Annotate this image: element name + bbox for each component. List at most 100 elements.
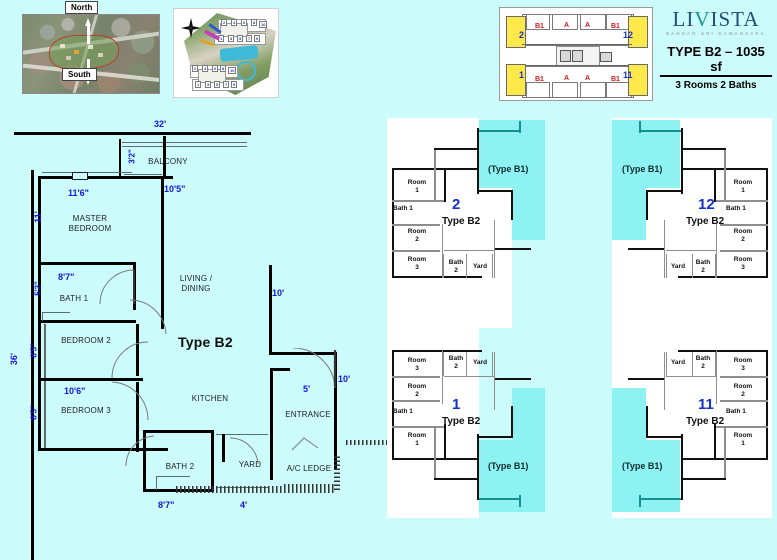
window-icon: [72, 172, 88, 180]
quadrant-room-label: Room 3: [407, 357, 427, 372]
wall-master-top: [38, 176, 173, 179]
north-label: North: [65, 1, 99, 14]
dim-balcony-depth: 3'2": [127, 149, 137, 164]
keyplan-type-tag: B1: [611, 23, 620, 30]
adjacent-unit-b1-label: (Type B1): [622, 461, 663, 471]
door-swing-icon: [129, 299, 167, 335]
quadrant-room-label: Room 1: [407, 432, 427, 447]
dim-balcony-width: 10'5": [164, 184, 186, 194]
dim-bath1-height: 5'2": [33, 281, 43, 296]
quadrant-room-label: Room 2: [733, 383, 753, 398]
quadrant-room-label: Room 1: [733, 432, 753, 447]
room-label-bedroom3: BEDROOM 3: [61, 406, 111, 415]
adjacent-unit-b1-fill: [479, 440, 545, 512]
room-label-bath2: BATH 2: [165, 462, 195, 471]
quadrant-room-label: Room 1: [407, 179, 427, 194]
plan-title: TYPE B2 – 1035 sf: [660, 42, 772, 77]
dim-master-height: 11': [33, 211, 43, 223]
room-label-kitchen: KITCHEN: [191, 394, 229, 403]
door-swing-icon: [125, 435, 155, 467]
quadrant-room-label: Room 1: [733, 179, 753, 194]
dim-overall-left: 36': [9, 352, 19, 366]
main-floor-plan: 32' 36' BALCONY 3'2" 10'5" MASTER BEDROO…: [6, 112, 390, 560]
site-boundary-outline: [49, 35, 119, 69]
adjacent-unit-b1-label: (Type B1): [488, 164, 529, 174]
keyplan-type-tag: B1: [535, 23, 544, 30]
quadrant-room-label: Bath 1: [726, 205, 746, 212]
lift-icon: [572, 50, 583, 62]
brand-name-part1: LI: [672, 7, 695, 31]
north-arrow-icon: [85, 18, 92, 44]
highlighted-unit-2: [506, 16, 526, 48]
quadrant-unit-number: 1: [452, 396, 461, 413]
room-label-living-dining: LIVING / DINING: [179, 274, 213, 293]
quadrant-type-label: Type B2: [686, 416, 725, 427]
brand-name-v: V: [694, 7, 711, 31]
keyplan-type-tag: B1: [611, 76, 620, 83]
door-swing-icon: [111, 381, 149, 421]
room-label-balcony: BALCONY: [148, 157, 188, 166]
quadrant-room-label: Yard: [670, 263, 686, 270]
entrance-door-swing-icon: [293, 348, 337, 389]
dim-bath1-width: 8'7": [58, 272, 75, 282]
quadrant-unit-number: 12: [698, 196, 715, 213]
wall-living-right: [269, 265, 273, 355]
quadrant-room-label: Room 3: [733, 256, 753, 271]
highlighted-unit-12: [628, 16, 648, 48]
brand-name-part2: ISTA: [710, 7, 760, 31]
dim-living-right: 10': [272, 288, 285, 298]
dim-yard-width: 4': [240, 500, 248, 510]
door-swing-icon: [111, 341, 149, 379]
door-swing-icon: [99, 269, 135, 305]
overall-left-dimension-line: [31, 170, 34, 560]
staircase-icon: [600, 52, 612, 62]
adjacent-unit-b1-fill: [612, 440, 680, 512]
dim-entrance-right: 10': [338, 374, 351, 384]
brochure-page: North South 2 4 6 8 10 1 3 5 7 9 2 4 6 8…: [6, 1, 772, 560]
quadrant-room-label: Room 2: [407, 228, 427, 243]
quadrant-type-label: Type B2: [686, 216, 725, 227]
dim-overall-top: 32': [154, 119, 167, 129]
keyplan-type-tag: A: [564, 22, 570, 29]
ac-unit-icon: [291, 437, 319, 451]
quadrant-room-label: Bath 2: [448, 259, 464, 274]
dim-bedroom3-height: 8'5": [29, 405, 39, 420]
adjacent-unit-b1-label: (Type B1): [488, 461, 529, 471]
keyplan-type-tag: A: [585, 75, 591, 82]
highlighted-unit-1: [506, 64, 526, 96]
room-label-yard: YARD: [238, 460, 262, 469]
keyplan-unit-number: 1: [519, 70, 525, 80]
room-label-bath1: BATH 1: [59, 294, 89, 303]
keyplan-unit-number: 11: [623, 70, 633, 80]
quadrant-unit-number: 11: [698, 396, 714, 413]
keyplan-type-tag: A: [585, 22, 591, 29]
dim-bath2-width: 8'7": [158, 500, 175, 510]
site-plan-image: 2 4 6 8 10 1 3 5 7 9 2 4 6 8 10 1 3 5 7 …: [173, 8, 279, 98]
brand-wordmark: LIVISTA: [660, 8, 772, 30]
keyplan-unit-number: 12: [623, 30, 634, 40]
aerial-photo: [22, 14, 160, 94]
keyplan-type-tag: A: [564, 75, 570, 82]
highlighted-unit-11: [628, 64, 648, 96]
compass-rose-icon: [180, 17, 202, 39]
room-label-ac-ledge: A/C LEDGE: [286, 464, 332, 473]
wall-master-right: [161, 176, 165, 329]
quadrant-unit-number: 2: [452, 196, 461, 213]
room-label-bedroom2: BEDROOM 2: [61, 336, 111, 345]
south-label: South: [62, 68, 97, 81]
quadrant-room-label: Bath 1: [393, 408, 413, 415]
room-label-entrance: ENTRANCE: [285, 410, 331, 419]
wall-master-bottom: [38, 262, 136, 265]
quadrant-room-label: Room 3: [407, 256, 427, 271]
quadrant-room-label: Bath 1: [393, 205, 413, 212]
quadrant-room-label: Yard: [670, 359, 686, 366]
lift-icon: [560, 50, 571, 62]
quadrant-room-label: Room 3: [733, 357, 753, 372]
brand-logo-block: LIVISTA BANDAR SRI DAMANSARA TYPE B2 – 1…: [660, 8, 772, 92]
secondary-pool: [236, 61, 256, 81]
quadrant-room-label: Bath 1: [726, 408, 746, 415]
dim-bedroom3-width: 10'6": [64, 386, 86, 396]
main-plan-type-label: Type B2: [178, 334, 233, 350]
quadrant-room-label: Bath 2: [695, 355, 711, 370]
quadrant-room-label: Bath 2: [448, 355, 464, 370]
